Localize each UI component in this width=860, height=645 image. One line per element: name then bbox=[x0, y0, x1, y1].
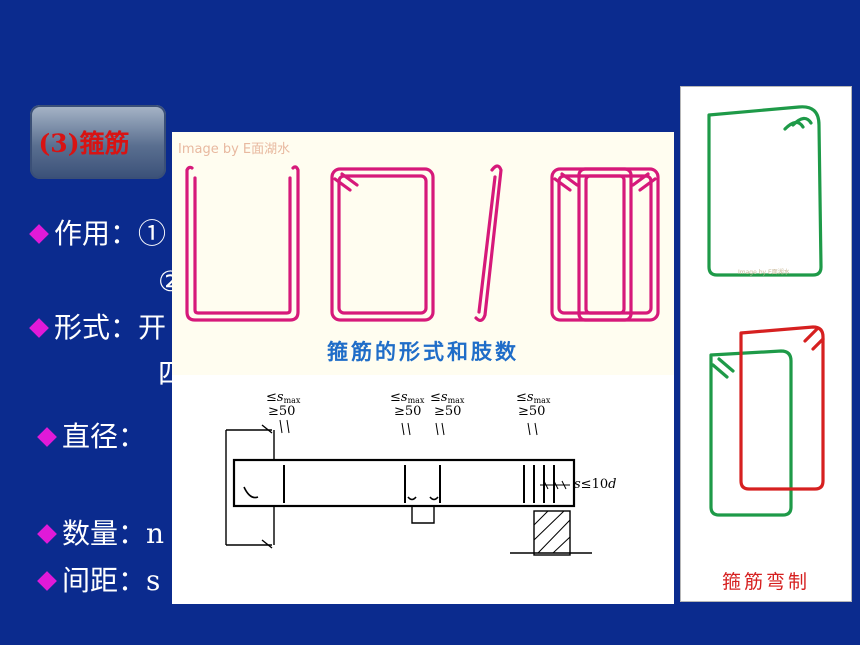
stirrup-forms-caption: 箍筋的形式和肢数 bbox=[327, 340, 519, 364]
red-stirrup bbox=[739, 325, 825, 491]
smax-label-1: ≤smax bbox=[266, 390, 301, 405]
outer-stirrup bbox=[550, 167, 660, 322]
inner-stirrup bbox=[577, 167, 633, 322]
support bbox=[533, 510, 571, 556]
diamond-bullet-icon bbox=[29, 317, 49, 338]
smax-label-4: ≤smax bbox=[516, 390, 551, 405]
stirrup-forms-image: Image by E面湖水 箍筋的形式和肢数 bbox=[172, 132, 674, 375]
open-stirrup bbox=[185, 165, 300, 322]
open-stirrup-inner bbox=[193, 176, 292, 315]
bullet-function: 作用：① bbox=[26, 220, 166, 248]
min50-label-2: ≥50 bbox=[394, 404, 421, 419]
green-stirrup-bottom bbox=[709, 349, 793, 517]
section-title-box: (3)箍筋 bbox=[30, 105, 166, 179]
watermark: Image by E面湖水 bbox=[178, 142, 291, 157]
bullet-diameter: 直径： bbox=[34, 423, 146, 451]
single-leg-stirrup bbox=[474, 164, 503, 322]
min50-label-4: ≥50 bbox=[518, 404, 545, 419]
bullet-quantity: 数量：n bbox=[34, 520, 164, 548]
diamond-bullet-icon bbox=[37, 426, 57, 447]
stirrup-line bbox=[283, 465, 555, 503]
section-title: (3)箍筋 bbox=[38, 129, 130, 158]
stirrup-bending-caption: 箍筋弯制 bbox=[721, 571, 810, 593]
min50-label-1: ≥50 bbox=[268, 404, 295, 419]
green-stirrup-top bbox=[707, 105, 823, 277]
diamond-bullet-icon bbox=[37, 570, 57, 591]
stirrup-bending-image: Image by E面湖水 箍筋弯制 bbox=[680, 86, 852, 602]
diamond-bullet-icon bbox=[37, 523, 57, 544]
stirrup-spacing-drawing: ≤smax ≥50 ≤smax ≥50 ≤smax ≥50 ≤smax ≥50 … bbox=[172, 375, 674, 604]
min50-label-3: ≥50 bbox=[434, 404, 461, 419]
closed-stirrup bbox=[330, 167, 435, 322]
bullet-spacing: 间距：s bbox=[34, 567, 160, 595]
smax-label-2: ≤smax bbox=[390, 390, 425, 405]
s10d-label: s≤10d bbox=[574, 477, 616, 492]
closed-stirrup-inner bbox=[337, 174, 428, 315]
smax-label-3: ≤smax bbox=[430, 390, 465, 405]
closed-stirrup-hook bbox=[333, 172, 359, 192]
stirrup-forms-drawing bbox=[185, 164, 660, 322]
watermark: Image by E面湖水 bbox=[738, 269, 790, 276]
bullet-form: 形式：开 bbox=[26, 314, 166, 342]
diamond-bullet-icon bbox=[29, 223, 49, 244]
